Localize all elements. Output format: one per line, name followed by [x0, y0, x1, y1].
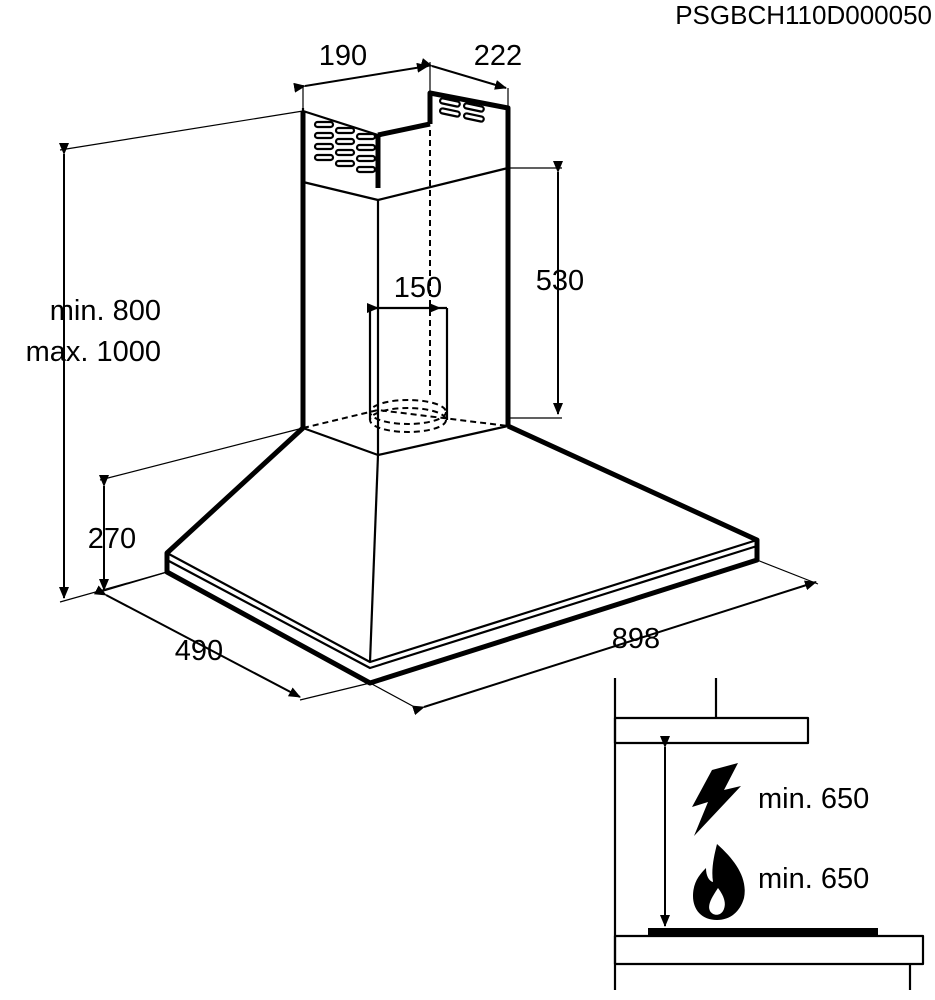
- duct-collar: [367, 303, 449, 433]
- dim-total-height-min: min. 800: [50, 295, 161, 327]
- dim-hood-width: 898: [612, 623, 660, 655]
- vent-slots: [313, 97, 485, 174]
- clearance-inset: [613, 678, 925, 990]
- chimney: [300, 90, 511, 455]
- lightning-icon: [692, 763, 741, 836]
- dim-chimney-width: 190: [319, 40, 367, 72]
- dim-chimney-depth: 222: [474, 40, 522, 72]
- dimension-lines: [59, 58, 819, 716]
- dim-total-height-max: max. 1000: [26, 336, 161, 368]
- dim-duct-diameter: 150: [394, 272, 442, 304]
- flame-icon: [693, 844, 745, 920]
- dim-chimney-height: 530: [536, 265, 584, 297]
- clearance-gas: min. 650: [758, 863, 869, 895]
- hood-body: [164, 408, 760, 686]
- drawing-code: PSGBCH110D000050: [675, 0, 932, 30]
- dim-hood-height: 270: [88, 523, 136, 555]
- dim-hood-depth: 490: [175, 635, 223, 667]
- clearance-electric: min. 650: [758, 783, 869, 815]
